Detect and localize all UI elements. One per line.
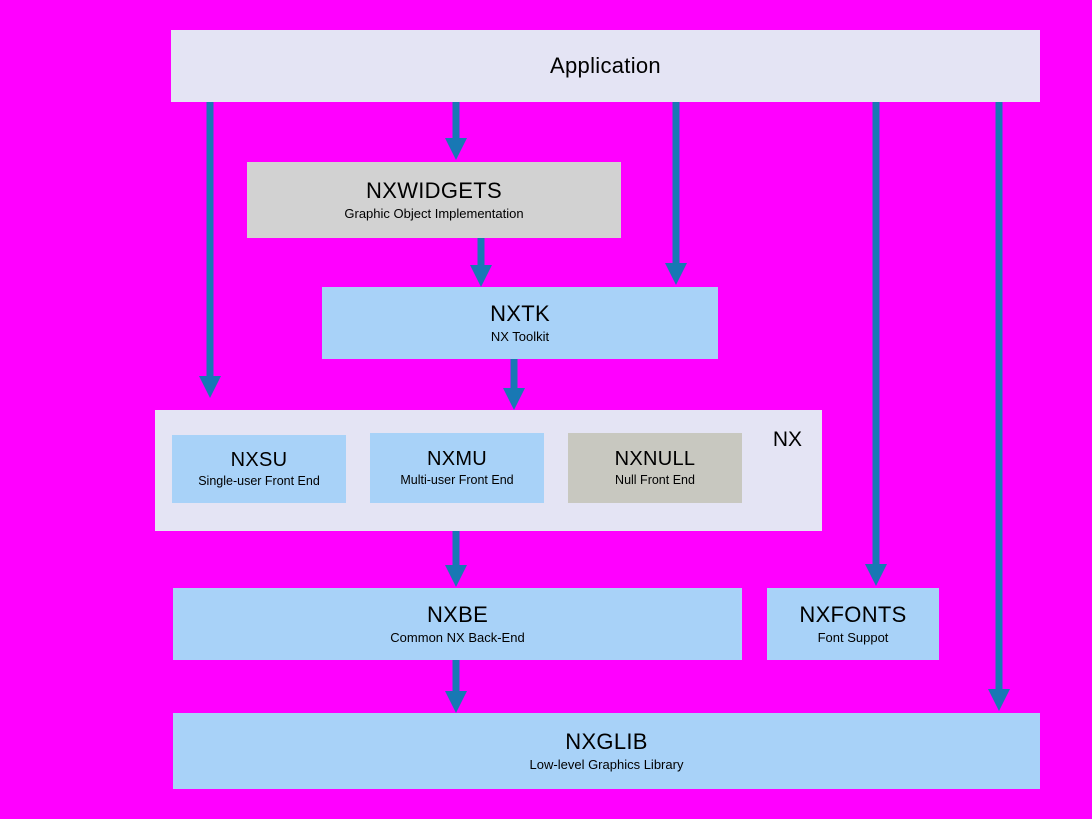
node-nxnull-subtitle: Null Front End — [615, 473, 695, 488]
node-nxwidgets[interactable]: NXWIDGETS Graphic Object Implementation — [247, 162, 621, 238]
node-nxwidgets-title: NXWIDGETS — [366, 178, 502, 204]
node-nxfonts-subtitle: Font Suppot — [817, 629, 889, 645]
arrow-application-to-nxtk — [665, 102, 687, 285]
arrowhead-down-icon — [865, 564, 887, 586]
arrow-shaft — [452, 660, 460, 691]
arrow-nxwidgets-to-nxtk — [470, 238, 492, 287]
node-nxsu-title: NXSU — [230, 449, 288, 472]
node-nxfonts[interactable]: NXFONTS Font Suppot — [767, 588, 939, 660]
node-nxglib[interactable]: NXGLIB Low-level Graphics Library — [173, 713, 1040, 789]
arrowhead-down-icon — [503, 388, 525, 410]
arrow-shaft — [452, 102, 460, 138]
arrowhead-down-icon — [470, 265, 492, 287]
node-application-title: Application — [550, 53, 661, 79]
arrow-application-to-nxglib — [988, 102, 1010, 711]
node-nxsu[interactable]: NXSU Single-user Front End — [172, 435, 346, 503]
node-nxnull-title: NXNULL — [614, 448, 696, 471]
node-nxwidgets-subtitle: Graphic Object Implementation — [344, 205, 524, 221]
node-nxmu-title: NXMU — [426, 448, 488, 471]
arrow-shaft — [872, 102, 880, 564]
node-nxtk-subtitle: NX Toolkit — [490, 328, 550, 344]
arrow-application-to-nx — [199, 102, 221, 398]
arrowhead-down-icon — [445, 138, 467, 160]
node-nxnull[interactable]: NXNULL Null Front End — [568, 433, 742, 503]
arrow-application-to-nxwidgets — [445, 102, 467, 160]
arrowhead-down-icon — [988, 689, 1010, 711]
arrow-shaft — [477, 238, 485, 265]
arrow-application-to-nxfonts — [865, 102, 887, 586]
node-nxglib-subtitle: Low-level Graphics Library — [529, 756, 684, 772]
arrow-shaft — [206, 102, 214, 376]
arrowhead-down-icon — [445, 691, 467, 713]
node-nxtk[interactable]: NXTK NX Toolkit — [322, 287, 718, 359]
node-nxmu[interactable]: NXMU Multi-user Front End — [370, 433, 544, 503]
node-nxmu-subtitle: Multi-user Front End — [400, 473, 514, 488]
arrow-nx-to-nxbe — [445, 531, 467, 587]
node-nxbe-subtitle: Common NX Back-End — [390, 629, 525, 645]
arrowhead-down-icon — [665, 263, 687, 285]
arrow-shaft — [510, 359, 518, 388]
arrow-shaft — [452, 531, 460, 565]
arrow-nxtk-to-nx — [503, 359, 525, 410]
node-nxsu-subtitle: Single-user Front End — [198, 474, 320, 489]
node-nx-container-label: NX — [772, 428, 802, 451]
node-nxglib-title: NXGLIB — [565, 729, 648, 755]
node-application[interactable]: Application — [171, 30, 1040, 102]
node-nxtk-title: NXTK — [490, 301, 550, 327]
node-nxfonts-title: NXFONTS — [799, 602, 907, 628]
node-nxbe[interactable]: NXBE Common NX Back-End — [173, 588, 742, 660]
arrow-shaft — [672, 102, 680, 263]
arrow-nxbe-to-nxglib — [445, 660, 467, 713]
arrow-shaft — [995, 102, 1003, 689]
node-nxbe-title: NXBE — [426, 602, 489, 628]
arrowhead-down-icon — [199, 376, 221, 398]
arrowhead-down-icon — [445, 565, 467, 587]
